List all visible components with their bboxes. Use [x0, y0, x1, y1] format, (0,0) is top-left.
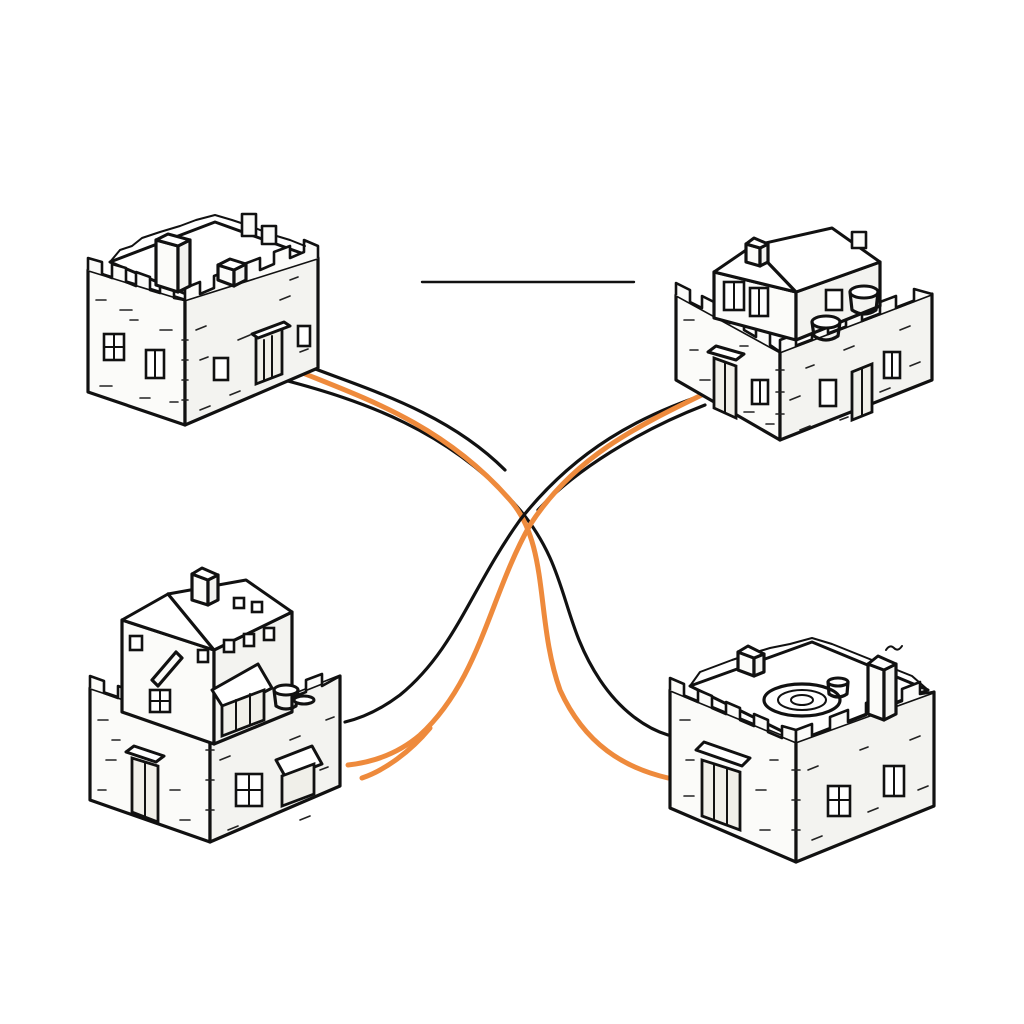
door-icon — [124, 744, 166, 825]
road-accent-fork — [359, 725, 433, 781]
road-top-right-to-bottom-left — [343, 387, 715, 781]
door-icon — [250, 320, 292, 387]
chimney-icon — [154, 232, 192, 294]
barrel-icon — [826, 676, 850, 699]
road-edge-outer — [282, 378, 670, 737]
road-accent-stripe — [345, 387, 715, 768]
road-edge-outer — [343, 390, 714, 724]
door-icon — [694, 740, 752, 833]
window-icon — [296, 324, 312, 348]
road-edge-inner — [536, 403, 707, 512]
building-top-left — [86, 212, 320, 427]
market-stall-icon — [274, 744, 324, 809]
pot-icon — [272, 683, 316, 711]
window-icon — [818, 378, 838, 408]
building-top-right — [674, 226, 934, 442]
building-bottom-right — [668, 637, 936, 864]
townhouse-icon — [120, 566, 294, 746]
chimney-icon — [866, 645, 903, 722]
window-icon — [212, 356, 230, 382]
barrel-icon — [810, 284, 880, 342]
building-bottom-left — [88, 566, 342, 844]
door-icon — [706, 344, 746, 421]
crate-icon — [736, 644, 766, 678]
crate-icon — [216, 257, 248, 288]
spiral-well-icon — [762, 682, 842, 718]
road-accent-stripe — [280, 362, 671, 781]
